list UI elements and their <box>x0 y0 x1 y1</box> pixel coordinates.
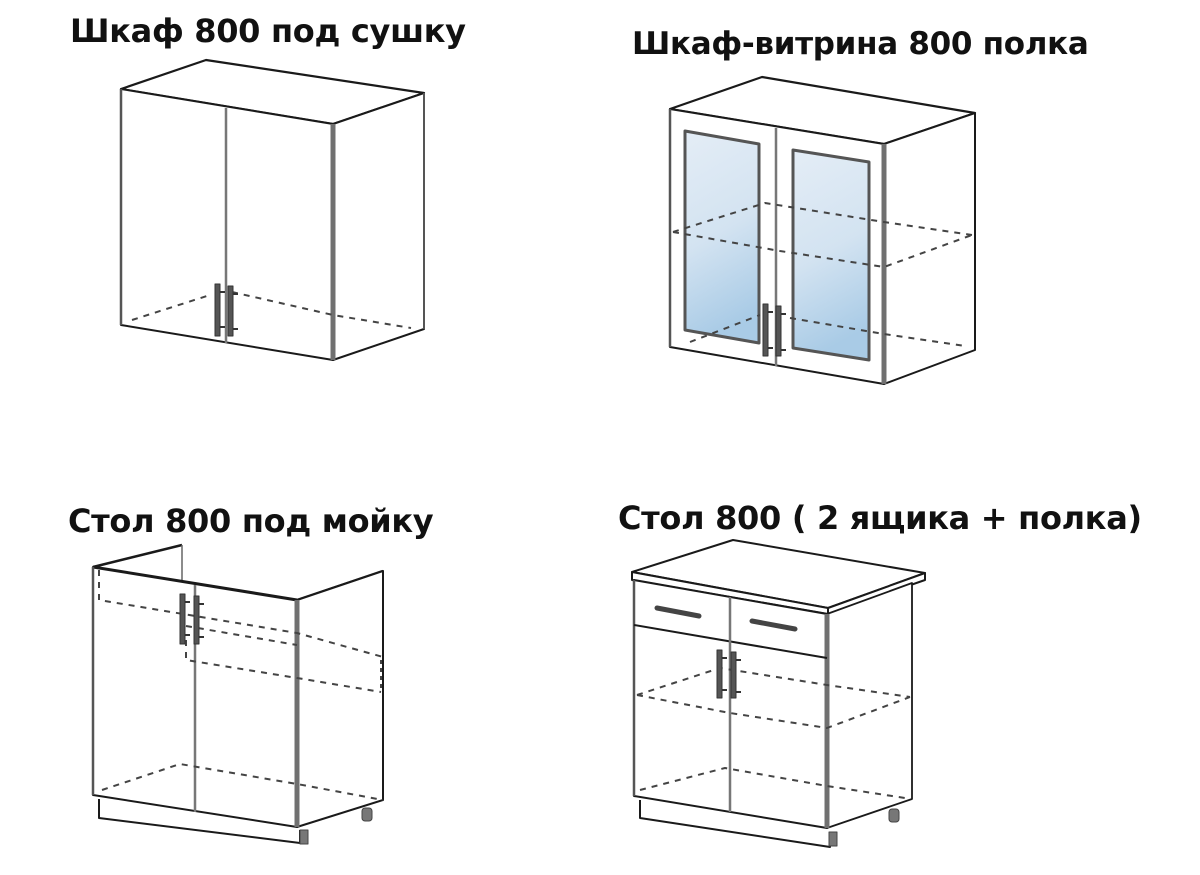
item-title-sink-base-cabinet: Стол 800 под мойку <box>68 502 434 540</box>
item-title-dryer-cabinet: Шкаф 800 под сушку <box>70 12 466 50</box>
item-title-showcase-cabinet: Шкаф-витрина 800 полка <box>632 26 1089 62</box>
item-title-drawer-base-cabinet: Стол 800 ( 2 ящика + полка) <box>618 499 1142 537</box>
dryer-cabinet-drawing <box>119 58 426 361</box>
drawer-base-cabinet-drawing <box>631 539 926 848</box>
sink-base-cabinet-drawing <box>91 543 384 845</box>
showcase-cabinet-drawing <box>668 75 977 385</box>
